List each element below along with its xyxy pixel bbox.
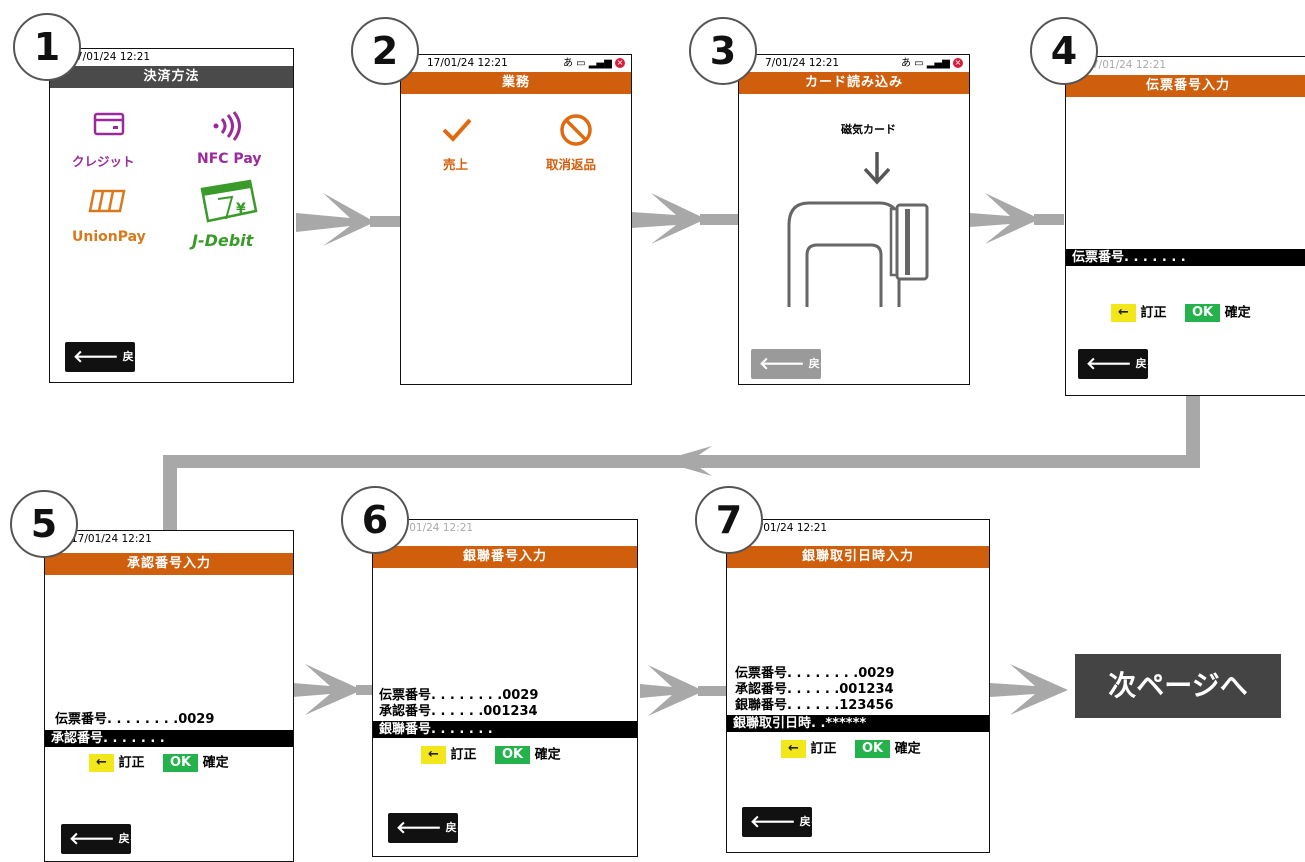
slip-number-row: 伝票番号. . . . . . . .0029 <box>55 712 215 727</box>
input-row[interactable]: 承認番号. . . . . . . <box>45 730 293 747</box>
close-icon: × <box>953 58 963 68</box>
flow-arrow-1-2 <box>296 193 375 246</box>
screen-business: 17/01/24 12:21 あ ▭ ▂▄▆ × 業務 売上 取消返品 <box>400 54 632 385</box>
approval-number-row: 承認番号. . . . . .001234 <box>379 704 538 719</box>
keypad-hints: ← 訂正 OK 確定 <box>1111 304 1251 323</box>
keypad-hints: ← 訂正 OK 確定 <box>89 754 229 773</box>
back-button[interactable]: 🡐戻る <box>751 349 831 379</box>
flow-arrow-2-3 <box>632 193 706 244</box>
ok-key[interactable]: OK <box>494 746 531 764</box>
keypad-hints: ← 訂正 OK 確定 <box>421 746 561 765</box>
check-icon <box>442 118 472 142</box>
unionpay-number-row: 銀聯番号. . . . . .123456 <box>735 698 894 713</box>
card-reader-illustration <box>787 201 929 307</box>
flow-arrow-5-6 <box>293 664 362 715</box>
screen-unionpay-datetime: 7/01/24 12:21 銀聯取引日時入力 伝票番号. . . . . . .… <box>726 519 990 853</box>
option-credit[interactable]: クレジット <box>72 154 135 169</box>
correct-key[interactable]: ← <box>421 746 446 764</box>
input-row[interactable]: 銀聯取引日時. .****** <box>727 715 989 732</box>
header: 決済方法 <box>50 66 293 88</box>
status-bar: 7/01/24 12:21 <box>76 51 151 63</box>
header: 銀聯取引日時入力 <box>727 546 989 568</box>
back-arrow-icon: 🡐 <box>1086 354 1132 374</box>
input-row[interactable]: 銀聯番号. . . . . . . <box>373 721 637 738</box>
unionpay-icon <box>88 189 126 213</box>
correct-key[interactable]: ← <box>1111 304 1136 322</box>
status-icons: あ ▭ ▂▄▆ × <box>562 58 625 69</box>
status-bar: 17/01/24 12:21 <box>71 533 152 545</box>
ok-key[interactable]: OK <box>162 754 199 772</box>
header: カード読み込み <box>739 72 969 94</box>
back-arrow-icon: 🡐 <box>69 829 115 849</box>
ok-key[interactable]: OK <box>1184 304 1221 322</box>
back-arrow-icon: 🡐 <box>396 818 442 838</box>
flow-arrow-7-next <box>990 664 1068 715</box>
step-number-4: 4 <box>1030 17 1098 85</box>
screen-card-read: 7/01/24 12:21 あ ▭ ▂▄▆ × カード読み込み 磁気カード 🡐戻… <box>738 54 970 385</box>
card-label: 磁気カード <box>841 123 896 136</box>
option-j-debit[interactable]: J-Debit <box>192 231 254 250</box>
status-bar: 17/01/24 12:21 あ ▭ ▂▄▆ × <box>401 55 631 72</box>
next-page-button[interactable]: 次ページへ <box>1075 654 1281 718</box>
step-number-1: 1 <box>13 13 81 81</box>
approval-number-row: 承認番号. . . . . .001234 <box>735 682 894 697</box>
back-button[interactable]: 🡐戻る <box>388 813 468 843</box>
back-button[interactable]: 🡐戻る <box>65 342 145 372</box>
status-icons: あ ▭ ▂▄▆ × <box>900 58 963 69</box>
prohibited-icon <box>560 114 592 146</box>
flow-arrow-3-4 <box>970 193 1040 244</box>
step-number-2: 2 <box>351 17 419 85</box>
header: 業務 <box>401 72 631 94</box>
step-number-7: 7 <box>695 486 763 554</box>
status-bar: 7/01/24 12:21 <box>399 522 474 534</box>
back-button[interactable]: 🡐戻る <box>742 807 822 837</box>
close-icon: × <box>615 58 625 68</box>
back-button[interactable]: 🡐戻る <box>1078 349 1158 379</box>
back-arrow-icon: 🡐 <box>73 347 119 367</box>
option-nfc-pay[interactable]: NFC Pay <box>197 151 262 167</box>
status-bar: 7/01/24 12:21 <box>1092 59 1167 71</box>
screen-unionpay-number: 7/01/24 12:21 銀聯番号入力 伝票番号. . . . . . . .… <box>372 519 638 857</box>
keypad-hints: ← 訂正 OK 確定 <box>781 740 921 759</box>
back-button[interactable]: 🡐戻る <box>61 824 141 854</box>
correct-key[interactable]: ← <box>781 740 806 758</box>
back-arrow-icon: 🡐 <box>750 812 796 832</box>
header: 銀聯番号入力 <box>373 546 637 568</box>
down-arrow-icon <box>863 152 891 185</box>
back-arrow-icon: 🡐 <box>759 354 805 374</box>
input-row[interactable]: 伝票番号. . . . . . . <box>1066 249 1305 266</box>
j-debit-icon: ¥ <box>200 179 258 223</box>
screen-slip-number: 7/01/24 12:21 伝票番号入力 伝票番号. . . . . . . ←… <box>1065 56 1305 396</box>
flow-arrow-6-7 <box>640 665 704 716</box>
option-unionpay[interactable]: UnionPay <box>72 229 146 245</box>
flow-connector-4-5 <box>1186 394 1200 468</box>
correct-key[interactable]: ← <box>89 754 114 772</box>
step-number-3: 3 <box>689 17 757 85</box>
option-cancel-return[interactable]: 取消返品 <box>546 157 597 172</box>
header: 伝票番号入力 <box>1066 75 1305 97</box>
svg-text:¥: ¥ <box>236 201 246 217</box>
screen-payment-method: 7/01/24 12:21 決済方法 クレジット NFC Pay UnionPa… <box>49 48 294 383</box>
slip-number-row: 伝票番号. . . . . . . .0029 <box>379 688 539 703</box>
slip-number-row: 伝票番号. . . . . . . .0029 <box>735 666 895 681</box>
ok-key[interactable]: OK <box>854 740 891 758</box>
status-bar: 7/01/24 12:21 <box>753 522 828 534</box>
option-sale[interactable]: 売上 <box>443 157 469 172</box>
status-bar: 7/01/24 12:21 あ ▭ ▂▄▆ × <box>739 55 969 72</box>
screen-approval-number: 17/01/24 12:21 承認番号入力 伝票番号. . . . . . . … <box>44 530 294 862</box>
step-number-6: 6 <box>341 486 409 554</box>
step-number-5: 5 <box>10 490 78 558</box>
header: 承認番号入力 <box>45 553 293 575</box>
credit-card-icon <box>93 112 125 136</box>
nfc-icon <box>213 111 241 141</box>
